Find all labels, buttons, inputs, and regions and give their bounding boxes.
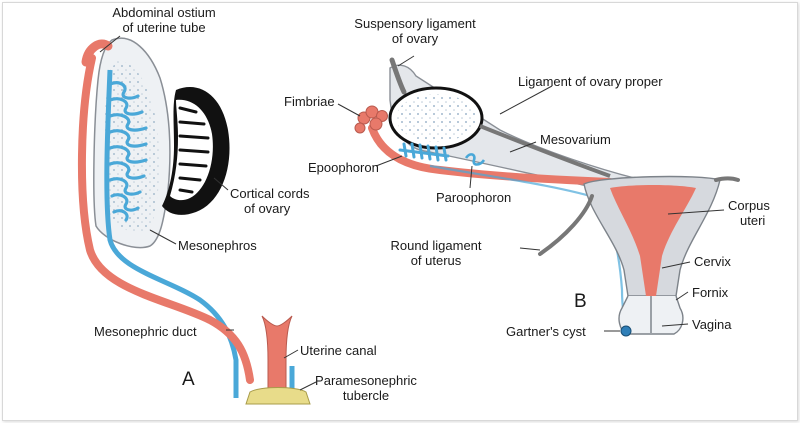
- label-mesonephric-duct: Mesonephric duct: [94, 324, 197, 339]
- suspensory-ligament: [389, 57, 407, 95]
- uterine-cavity: [610, 185, 696, 296]
- label-abdominal-ostium-line1: Abdominal ostium: [112, 5, 216, 20]
- label-suspensory-line2: of ovary: [391, 31, 439, 46]
- label-corpus-line1: Corpus: [728, 198, 770, 213]
- label-cortical-cords-line1: Cortical cords: [230, 186, 310, 201]
- label-fornix: Fornix: [692, 285, 729, 300]
- label-fimbriae: Fimbriae: [284, 94, 335, 109]
- ligament-of-ovary-proper: [479, 124, 611, 178]
- label-paramesonephric-line1: Paramesonephric: [315, 373, 417, 388]
- panel-b-letter: B: [574, 291, 587, 312]
- epoophoron-tubules: [398, 142, 450, 162]
- round-ligament-shape: [538, 194, 594, 256]
- mesonephric-tubules: [108, 81, 148, 222]
- label-abdominal-ostium-line2: of uterine tube: [122, 20, 206, 35]
- ovary-a: [162, 87, 230, 215]
- gartners-cyst-shape: [620, 325, 632, 337]
- label-epoophoron: Epoophoron: [308, 160, 379, 175]
- abdominal-ostium-a: [81, 39, 113, 67]
- panel-a-drawing: [77, 35, 317, 405]
- label-abdominal-ostium: Abdominal ostium of uterine tube: [84, 5, 244, 35]
- label-paramesonephric-line2: tubercle: [342, 388, 390, 403]
- uterine-tube-b: [368, 124, 614, 186]
- label-mesonephros: Mesonephros: [178, 238, 257, 253]
- label-cortical-cords: Cortical cords of ovary: [230, 186, 309, 216]
- label-paroophoron: Paroophoron: [436, 190, 512, 205]
- label-round-ligament-line2: of uterus: [410, 253, 462, 268]
- label-corpus-line2: uteri: [740, 213, 766, 228]
- label-vagina: Vagina: [692, 317, 732, 332]
- right-tube-stub: [714, 176, 740, 182]
- paroophoron-tubules: [464, 153, 486, 166]
- ovary-b-texture: [396, 94, 476, 142]
- label-round-ligament: Round ligament of uterus: [366, 238, 506, 268]
- label-gartners-cyst: Gartner's cyst: [506, 324, 586, 339]
- label-cervix: Cervix: [694, 254, 731, 269]
- paramesonephric-duct-a: [77, 54, 254, 384]
- label-suspensory-line1: Suspensory ligament: [354, 16, 476, 31]
- label-uterine-canal: Uterine canal: [300, 343, 377, 358]
- label-suspensory-ligament: Suspensory ligament of ovary: [330, 16, 500, 46]
- fimbriae-shape: [354, 105, 388, 134]
- panel-b-drawing: [337, 55, 740, 337]
- label-corpus-uteri: Corpus uteri: [728, 198, 770, 228]
- panel-a-letter: A: [182, 369, 195, 390]
- label-paramesonephric-tubercle: Paramesonephric tubercle: [306, 373, 426, 403]
- uterine-canal-a: [261, 315, 293, 393]
- paramesonephric-tubercle-shape: [245, 387, 311, 405]
- label-round-ligament-line1: Round ligament: [390, 238, 482, 253]
- label-ligament-ovary-proper: Ligament of ovary proper: [518, 74, 663, 89]
- label-cortical-cords-line2: of ovary: [244, 201, 291, 216]
- label-mesovarium: Mesovarium: [540, 132, 611, 147]
